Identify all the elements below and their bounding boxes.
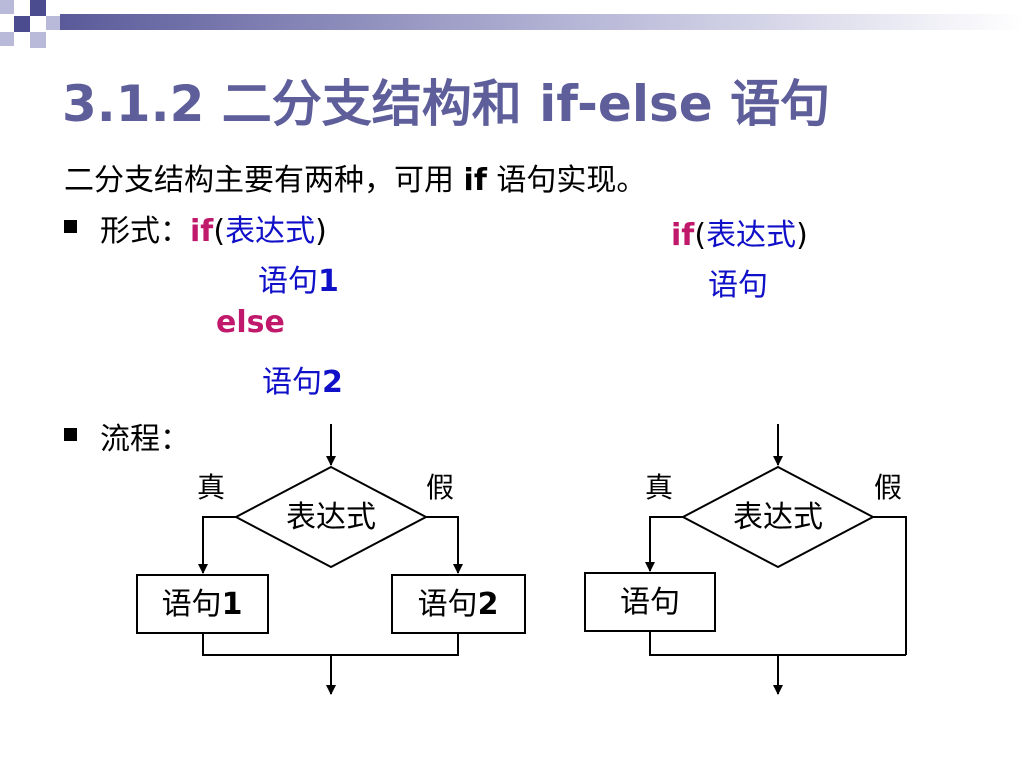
form-line: 形式：if(表达式) (100, 206, 327, 250)
flowchart-left-box2-number: 2 (478, 587, 499, 622)
deco-square (30, 0, 46, 16)
flowchart-left-true-label: 真 (197, 471, 225, 504)
flowchart-left-box1-number: 1 (222, 587, 243, 622)
form-statement-2: 语句2 (262, 357, 343, 401)
statement-2-box (391, 574, 526, 634)
flowchart-left-condition: 表达式 (286, 500, 376, 535)
decision-diamond (233, 465, 429, 569)
form-expression: 表达式 (225, 214, 316, 249)
form-right-if-keyword: if (671, 218, 695, 253)
form-open-paren: ( (213, 214, 226, 249)
statement-1-box (136, 574, 269, 634)
intro-line: 二分支结构主要有两种，可用 if 语句实现。 (64, 155, 646, 199)
intro-text-after: 语句实现。 (486, 163, 647, 198)
flowchart-right-condition: 表达式 (733, 500, 823, 535)
deco-square (46, 16, 60, 30)
flowchart-left-box1-text: 语句 (162, 587, 222, 622)
true-branch-arrow (198, 516, 236, 574)
flowchart-left-statement-1: 语句1 (162, 587, 243, 622)
deco-square (14, 16, 30, 32)
page-title: 3.1.2 二分支结构和 if-else 语句 (62, 75, 831, 133)
form-right-expression: 表达式 (706, 218, 797, 253)
form-else-keyword: else (216, 305, 285, 340)
bullet-square-icon (64, 220, 77, 233)
header-gradient-bar (60, 14, 1024, 30)
flowchart-right (584, 424, 907, 695)
false-branch-line (873, 516, 907, 655)
form-right-close-paren: ) (796, 218, 808, 253)
deco-square (30, 32, 46, 48)
false-branch-arrow (426, 516, 463, 574)
header-decoration (0, 0, 1024, 48)
form-right-open-paren: ( (694, 218, 707, 253)
form-statement-2-text: 语句 (262, 365, 322, 400)
decision-diamond (680, 465, 876, 569)
merge-line (202, 633, 459, 656)
form-statement-1-text: 语句 (258, 264, 318, 299)
intro-keyword: if (463, 163, 487, 198)
form-statement-1-number: 1 (318, 264, 339, 299)
flowchart-left-statement-2: 语句2 (418, 587, 499, 622)
form-right-line: if(表达式) (671, 210, 808, 254)
flow-label: 流程： (100, 422, 190, 457)
flowchart-right-true-label: 真 (645, 471, 673, 504)
flowchart-left-box2-text: 语句 (418, 587, 478, 622)
form-statement-2-number: 2 (322, 365, 343, 400)
flowchart-right-statement: 语句 (620, 585, 680, 620)
flowchart-right-false-label: 假 (874, 471, 902, 504)
form-close-paren: ) (315, 214, 327, 249)
bullet-square-icon (64, 428, 77, 441)
form-label: 形式： (100, 214, 190, 249)
true-branch-arrow (645, 516, 683, 572)
flowchart-left (136, 424, 526, 695)
intro-text-before: 二分支结构主要有两种，可用 (64, 163, 464, 198)
merge-line (649, 631, 906, 656)
form-right-statement: 语句 (708, 268, 768, 303)
deco-square (0, 0, 14, 14)
form-statement-1: 语句1 (258, 256, 339, 300)
statement-box (584, 572, 716, 632)
deco-square (0, 32, 14, 46)
form-if-keyword: if (190, 214, 214, 249)
flowchart-left-false-label: 假 (426, 471, 454, 504)
